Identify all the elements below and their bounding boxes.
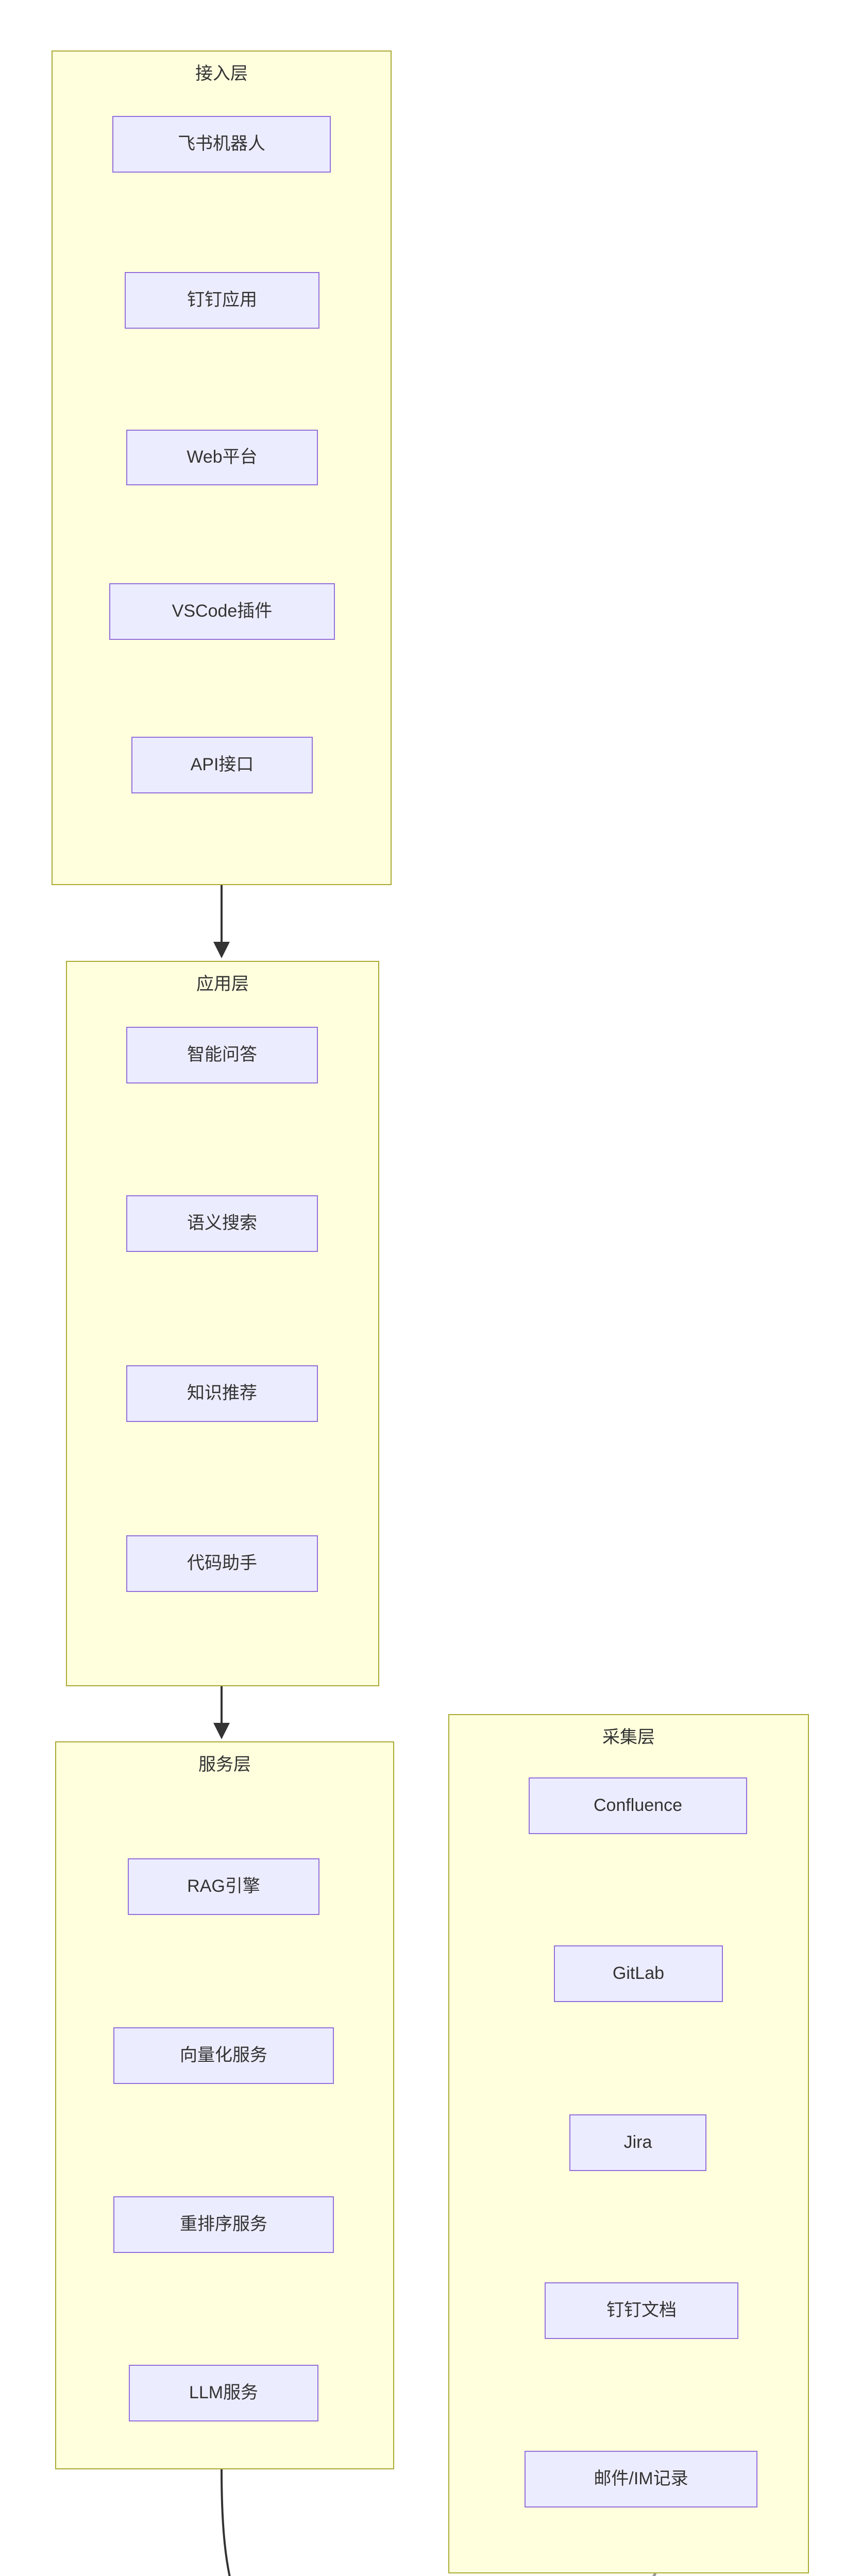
layer-service-title: 服务层 (198, 1755, 251, 1774)
edge-collection-to-data (652, 2572, 657, 2576)
node-mail-im-records[interactable]: 邮件/IM记录 (525, 2451, 757, 2507)
node-knowledge-recommend[interactable]: 知识推荐 (126, 1365, 318, 1422)
node-web-platform[interactable]: Web平台 (126, 430, 318, 485)
node-api-endpoint[interactable]: API接口 (131, 737, 313, 793)
node-dingtalk-app[interactable]: 钉钉应用 (125, 272, 319, 329)
node-vectorize-service[interactable]: 向量化服务 (113, 2027, 334, 2084)
layer-collection-title: 采集层 (602, 1727, 655, 1747)
node-dingtalk-docs[interactable]: 钉钉文档 (545, 2282, 738, 2339)
layer-service[interactable]: 服务层 (55, 1741, 394, 2469)
node-rerank-service[interactable]: 重排序服务 (113, 2196, 334, 2253)
node-code-assistant[interactable]: 代码助手 (126, 1535, 318, 1592)
node-rag-engine[interactable]: RAG引擎 (128, 1858, 319, 1915)
node-gitlab[interactable]: GitLab (554, 1945, 723, 2002)
node-smart-qa[interactable]: 智能问答 (126, 1027, 318, 1083)
node-llm-service[interactable]: LLM服务 (129, 2365, 318, 2421)
node-jira[interactable]: Jira (569, 2114, 706, 2171)
layer-access-title: 接入层 (195, 64, 248, 83)
node-feishu-bot[interactable]: 飞书机器人 (112, 116, 331, 173)
node-confluence[interactable]: Confluence (529, 1777, 747, 1834)
layer-application-title: 应用层 (196, 974, 249, 994)
edge-service-to-data (221, 2469, 231, 2576)
node-semantic-search[interactable]: 语义搜索 (126, 1195, 318, 1252)
node-vscode-ext[interactable]: VSCode插件 (109, 583, 335, 640)
